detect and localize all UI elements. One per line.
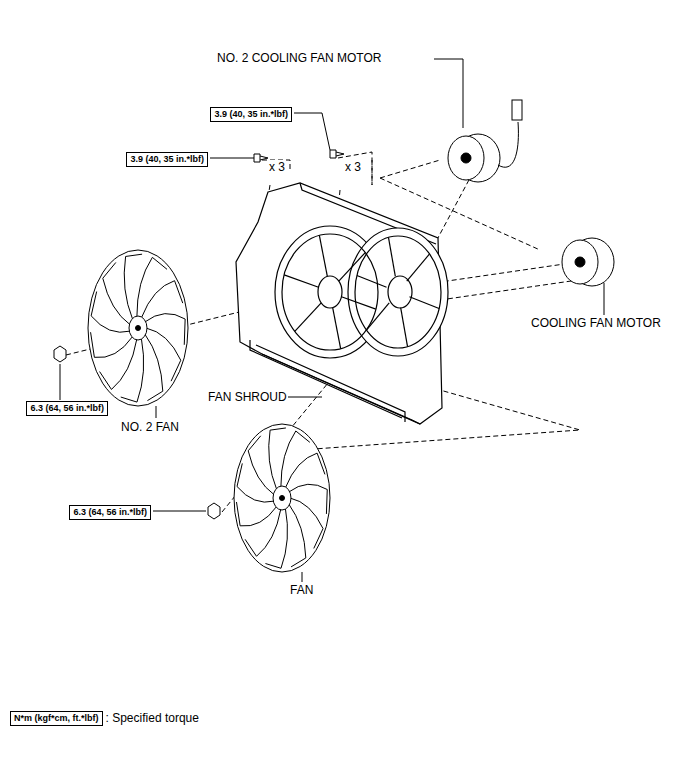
fan-blade	[103, 262, 131, 324]
shroud-spoke	[284, 275, 318, 287]
fan-blade	[265, 508, 287, 568]
legend-text: : Specified torque	[105, 711, 200, 725]
fan-hole	[280, 496, 285, 501]
torque-box: 3.9 (40, 35 in.*lbf)	[126, 152, 208, 167]
part-name: NO. 2 FAN	[120, 420, 180, 434]
part-name: COOLING FAN MOTOR	[530, 316, 662, 330]
torque-value: 6.3 (64, 56 in.*lbf)	[73, 507, 147, 518]
fan-blade	[269, 428, 286, 490]
fan-blade	[124, 254, 142, 320]
fan-blade	[285, 453, 325, 488]
fan	[234, 424, 330, 572]
fan-blade	[236, 502, 276, 526]
shroud-spoke	[341, 297, 375, 309]
fan-blade	[91, 292, 130, 333]
fan-blade	[290, 498, 323, 548]
torque-box: 6.3 (64, 56 in.*lbf)	[69, 505, 151, 520]
no-2-cooling-fan-motor	[448, 100, 522, 182]
part-name: FAN	[289, 583, 314, 597]
quantity: x 3	[268, 160, 286, 174]
torque-value: 3.9 (40, 35 in.*lbf)	[214, 109, 288, 120]
fan-blade	[145, 314, 185, 345]
torque-value: N*m (kgf*cm, ft.*lbf)	[14, 713, 99, 724]
torque-box: 6.3 (64, 56 in.*lbf)	[26, 401, 108, 416]
fan-blade	[289, 484, 328, 514]
shroud-spoke	[388, 237, 395, 276]
shroud-spoke	[409, 297, 439, 309]
shroud-spoke	[366, 303, 389, 330]
fan-shroud	[236, 183, 448, 424]
fan-hub	[129, 316, 147, 340]
fan-blade	[237, 463, 274, 502]
fan-hub	[273, 486, 291, 510]
shroud-spoke	[295, 303, 321, 332]
shroud-spoke	[407, 254, 430, 281]
fan-blade	[145, 334, 163, 401]
shroud-spoke	[333, 308, 341, 349]
fan-blade	[146, 328, 181, 381]
quantity: x 3	[344, 160, 362, 174]
fan-blade	[100, 339, 137, 390]
fan-hole	[136, 326, 141, 331]
part-name: FAN SHROUD	[207, 390, 288, 404]
fan-blade	[289, 504, 306, 567]
cooling-fan-motor	[562, 238, 614, 286]
fan-blade	[121, 338, 144, 402]
shroud-spoke	[319, 235, 327, 276]
part-name: NO. 2 COOLING FAN MOTOR	[216, 51, 382, 65]
torque-value: 3.9 (40, 35 in.*lbf)	[130, 154, 204, 165]
torque-box: N*m (kgf*cm, ft.*lbf)	[10, 711, 103, 726]
fan-blade	[141, 281, 182, 318]
shroud-spoke	[401, 308, 408, 347]
shroud-spoke	[357, 275, 387, 287]
torque-box: 3.9 (40, 35 in.*lbf)	[210, 107, 292, 122]
no-2-fan	[88, 250, 188, 406]
torque-value: 6.3 (64, 56 in.*lbf)	[30, 403, 104, 414]
fan-blade	[91, 332, 133, 357]
leader-lines	[60, 59, 604, 582]
fan-blade	[245, 509, 281, 556]
